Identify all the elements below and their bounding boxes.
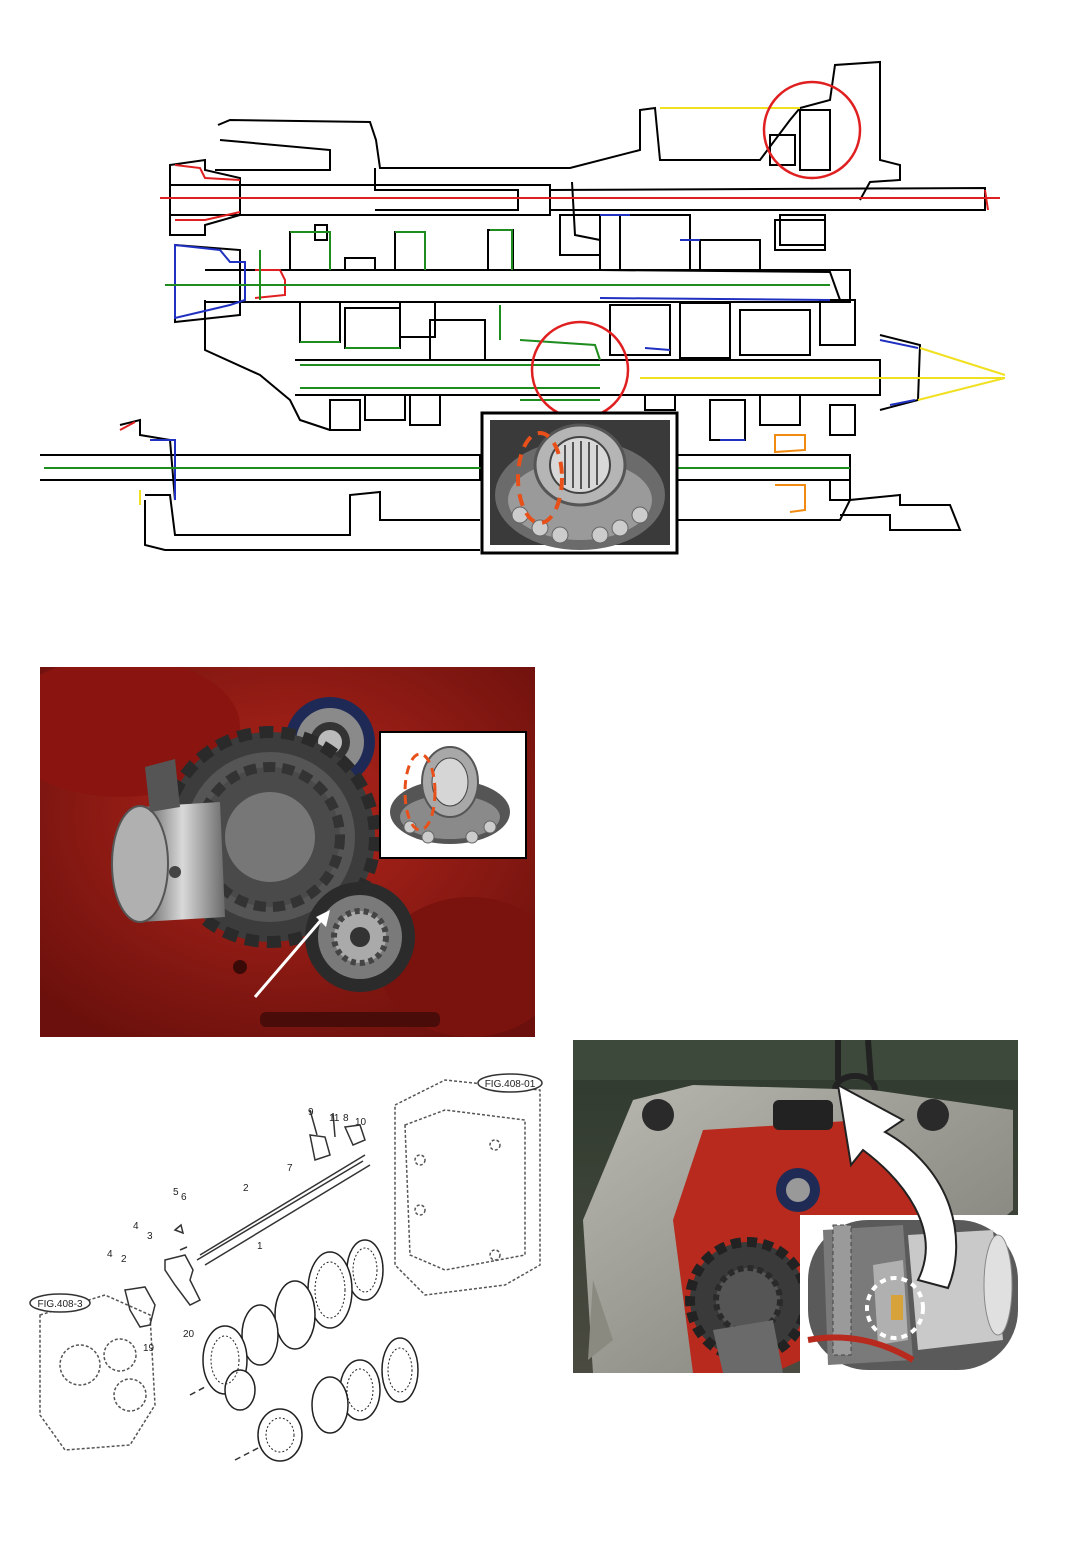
shift-fork-19 [125, 1287, 155, 1327]
inset-bearing-photo-2 [380, 732, 526, 858]
upper-housing [218, 62, 900, 200]
callout-number: 4 [133, 1221, 139, 1232]
orange-bracket [775, 435, 805, 512]
shift-rail-1 [200, 1155, 365, 1255]
red-input-assembly [160, 165, 1000, 220]
callout-number: 2 [243, 1183, 249, 1194]
lower-bearing [305, 882, 415, 992]
callout-number: 10 [355, 1117, 367, 1128]
callout-number: 6 [181, 1192, 187, 1203]
callout-number: 9 [308, 1107, 314, 1118]
exploded-parts-diagram: FIG.408-01 FIG.408-3 9 11 8 10 7 2 5 6 4… [25, 1065, 545, 1545]
callout-number: 4 [107, 1249, 113, 1260]
cover-removal-photo [573, 1040, 1018, 1373]
highlight-circle-upper [764, 82, 860, 178]
callout-number: 19 [143, 1343, 155, 1354]
callout-number: 2 [121, 1254, 127, 1265]
fig-ref-label: FIG.408-3 [37, 1299, 82, 1310]
callout-number: 5 [173, 1187, 179, 1198]
bottom-housing [145, 492, 480, 535]
callout-number: 3 [147, 1231, 153, 1242]
callout-number: 8 [343, 1113, 349, 1124]
figure-reference-top-right: FIG.408-01 [478, 1074, 542, 1092]
callout-number: 20 [183, 1329, 195, 1340]
inset-detail-photo [800, 1215, 1018, 1373]
shift-fork-20 [165, 1255, 200, 1305]
fig-ref-label: FIG.408-01 [485, 1079, 536, 1090]
transmission-cross-section [0, 0, 1080, 600]
highlight-circle-lower [532, 322, 628, 418]
gear-photo [40, 667, 535, 1037]
gear-stack [203, 1240, 418, 1461]
callout-number: 11 [329, 1113, 340, 1124]
callout-number: 1 [257, 1241, 263, 1252]
blue-bearing [175, 245, 245, 318]
inset-bearing-photo-1 [482, 413, 677, 553]
figure-reference-left: FIG.408-3 [30, 1294, 90, 1312]
shift-rail-2 [205, 1165, 370, 1265]
callout-number: 7 [287, 1163, 293, 1174]
